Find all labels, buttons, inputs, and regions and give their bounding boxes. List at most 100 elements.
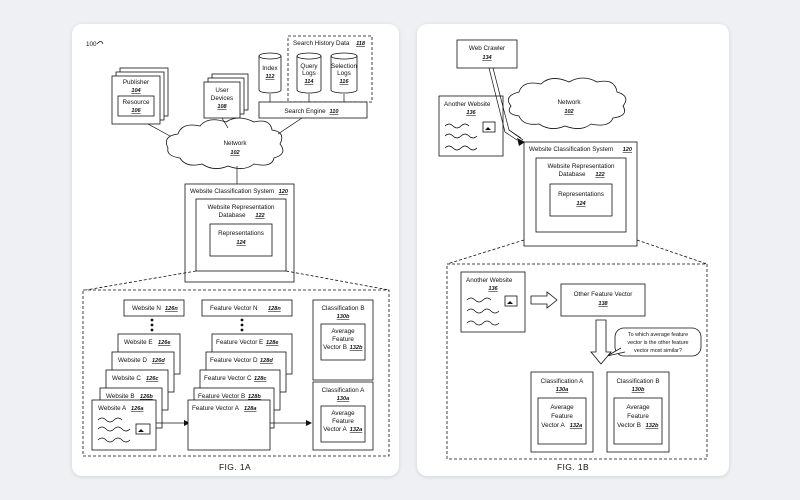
user-devices-num: 108 xyxy=(217,104,227,110)
website-e-num: 126e xyxy=(158,340,170,346)
network-label: Network xyxy=(223,140,247,147)
class-b-avg2: Feature xyxy=(627,413,649,420)
figure-1a-diagram: 100 Publisher 104 Resource 106 User Devi… xyxy=(82,35,390,472)
website-c-label: Website C xyxy=(112,375,141,382)
website-a-label: Website A xyxy=(98,405,127,412)
class-b-avg2: Feature xyxy=(332,336,354,343)
representations-box xyxy=(549,183,613,217)
class-a-avg1: Average xyxy=(331,410,355,417)
selection-logs-line1: Selection xyxy=(331,63,357,70)
zoom-lines xyxy=(446,239,708,265)
website-a-image-icon xyxy=(135,423,151,435)
website-n-box xyxy=(123,299,185,317)
vector-a-label: Feature Vector A xyxy=(192,405,240,412)
search-engine-label: Search Engine xyxy=(284,108,326,115)
user-devices-node: User Devices 108 xyxy=(203,73,249,119)
index-num: 112 xyxy=(266,74,276,80)
wrd-num: 122 xyxy=(255,213,265,219)
network-links xyxy=(147,117,303,190)
other-vector-num: 138 xyxy=(598,301,608,307)
resource-num: 106 xyxy=(131,108,141,114)
other-vector-node xyxy=(560,283,646,317)
web-crawler-label: Web Crawler xyxy=(469,45,505,52)
wcs-num: 120 xyxy=(279,189,289,195)
classification-b-node: Classification B 130b Average Feature Ve… xyxy=(312,299,374,381)
wcs-label: Website Classification System xyxy=(529,146,613,153)
class-b-num: 130b xyxy=(632,387,645,393)
vector-e-num: 128e xyxy=(266,340,278,346)
website-c-num: 126c xyxy=(146,376,159,382)
vector-c-label: Feature Vector C xyxy=(204,375,252,382)
wrd-num: 122 xyxy=(595,172,605,178)
vector-c-num: 128c xyxy=(254,376,267,382)
search-engine-num: 110 xyxy=(330,109,340,115)
another-website-image-icon xyxy=(482,121,496,133)
representations-num: 124 xyxy=(576,201,586,207)
network-cloud xyxy=(507,77,627,129)
question-line3: vector most similar? xyxy=(634,348,682,354)
website-a-text-lines xyxy=(97,417,131,443)
class-a-num: 130a xyxy=(556,387,568,393)
class-b-avg-num: 132b xyxy=(646,423,659,429)
wcs-label: Website Classification System xyxy=(190,188,274,195)
website-a-num: 126a xyxy=(131,406,143,412)
vector-b-num: 128b xyxy=(248,394,261,400)
selection-logs-line2: Logs xyxy=(337,70,351,77)
class-b-label: Classification B xyxy=(616,378,659,385)
figure-1b-panel: Web Crawler 134 Another Website 136 Netw… xyxy=(417,24,729,476)
network-num: 102 xyxy=(230,150,240,156)
query-logs-num: 114 xyxy=(305,79,315,85)
feature-vector-stack: Feature Vector N 128n Feature Vector E 1… xyxy=(187,299,293,451)
wrd-line2: Database xyxy=(559,171,586,178)
user-devices-line2: Devices xyxy=(211,95,233,102)
wrd-line2: Database xyxy=(219,212,246,219)
classification-a-node: Classification A 130a Average Feature Ve… xyxy=(312,381,374,451)
vector-d-num: 128d xyxy=(260,358,273,364)
class-b-avg1: Average xyxy=(331,328,355,335)
class-a-num: 130a xyxy=(337,396,349,402)
resource-label: Resource xyxy=(123,99,150,106)
class-a-avg-num: 132a xyxy=(570,423,582,429)
class-a-avg2: Feature xyxy=(332,418,354,425)
vector-e-label: Feature Vector E xyxy=(216,339,263,346)
vector-a-num: 128a xyxy=(244,406,256,412)
zoom-detail-box xyxy=(82,289,390,457)
ref-squiggle xyxy=(96,41,104,45)
wrd-line1: Website Representation xyxy=(547,163,615,170)
representations-num: 124 xyxy=(236,240,246,246)
website-n-label: Website N xyxy=(132,305,161,312)
search-history-label: Search History Data xyxy=(293,40,350,47)
index-label: Index xyxy=(262,65,278,72)
question-bubble xyxy=(614,327,702,357)
representations-label: Representations xyxy=(558,191,604,198)
another-website-num: 136 xyxy=(466,110,476,116)
search-history-data-group: Search History Data 118 Query Logs 114 S… xyxy=(287,35,373,103)
zoom-another-website-node: Another Website 136 xyxy=(460,271,526,333)
class-a-avg-num: 132a xyxy=(350,427,362,433)
figure-1b-caption: FIG. 1B xyxy=(557,462,589,472)
web-crawler-node xyxy=(456,39,518,69)
publisher-label: Publisher xyxy=(123,79,149,86)
class-a-avg3: Vector A xyxy=(323,426,347,433)
website-stack: Website N 126n Website E 126e Website D … xyxy=(91,299,185,451)
search-history-num: 118 xyxy=(356,41,366,47)
web-crawler-num: 134 xyxy=(482,55,492,61)
another-website-text-lines xyxy=(444,123,478,151)
class-b-avg3: Vector B xyxy=(323,344,347,351)
index-database: Index 112 xyxy=(258,52,282,94)
figure-1a-caption: FIG. 1A xyxy=(219,462,251,472)
publisher-node: Publisher 104 Resource 106 xyxy=(111,67,169,125)
wcs-num: 120 xyxy=(623,147,633,153)
class-b-num: 130b xyxy=(337,314,350,320)
question-line2: vector is the other feature xyxy=(627,340,688,346)
figure-ref-label: 100 xyxy=(86,41,97,48)
class-b-avg1: Average xyxy=(626,404,650,411)
selection-logs-num: 116 xyxy=(340,79,350,85)
zoom-site-num: 136 xyxy=(488,286,498,292)
zoom-site-text-lines xyxy=(466,297,500,326)
vector-a-box xyxy=(187,399,271,451)
class-a-avg2: Feature xyxy=(551,413,573,420)
site-to-vector-block-arrow xyxy=(530,291,558,309)
representations-box xyxy=(209,223,273,257)
zoom-site-label: Another Website xyxy=(466,277,513,284)
